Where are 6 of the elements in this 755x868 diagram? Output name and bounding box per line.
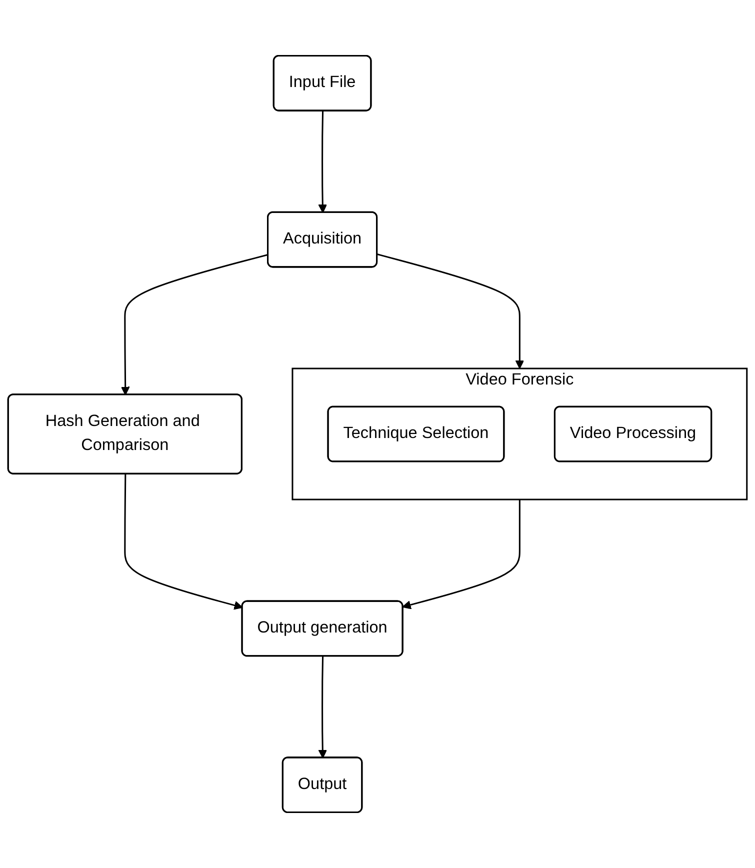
arrow [120, 254, 268, 396]
arrow [402, 500, 520, 610]
arrow [318, 656, 328, 758]
arrow [124, 474, 243, 610]
arrow [376, 253, 524, 369]
arrow [318, 111, 328, 214]
